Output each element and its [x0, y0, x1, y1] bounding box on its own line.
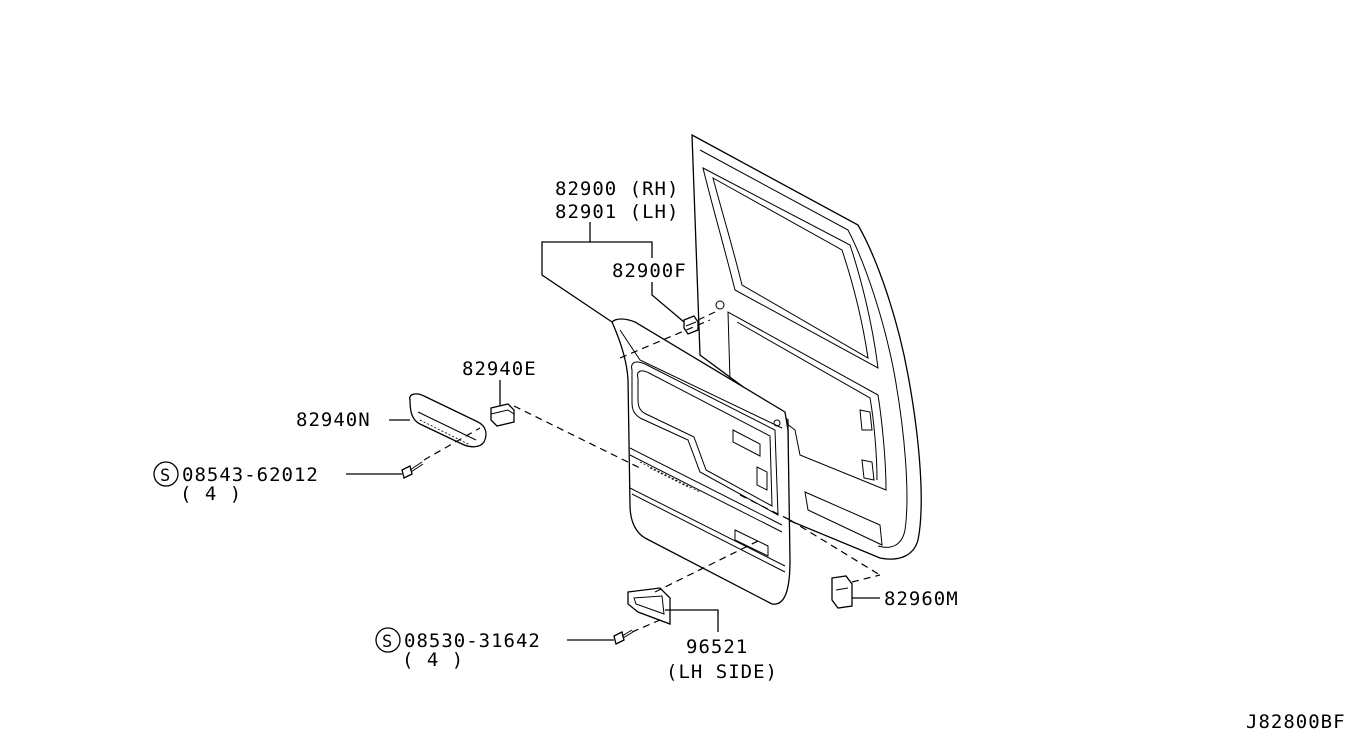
label-screw-2-qty: ( 4 )	[402, 649, 464, 671]
screw-08530	[613, 629, 634, 645]
diagram-code: J82800BF	[1246, 711, 1346, 733]
label-screw-1-qty: ( 4 )	[180, 483, 242, 505]
screw-symbol-circle-2	[375, 627, 401, 653]
label-82960m: 82960M	[884, 588, 959, 610]
door-frame-shell	[691, 133, 922, 560]
grip-handle-82940n	[409, 393, 487, 448]
label-82940n: 82940N	[296, 409, 371, 431]
screw-symbol-circle-1	[153, 461, 179, 487]
label-82900-rh: 82900 (RH)	[555, 178, 679, 200]
door-trim-panel	[611, 318, 791, 605]
screw-1-symbol: S	[160, 466, 171, 486]
label-08543-62012: 08543-62012	[182, 464, 319, 486]
pull-pocket-96521	[627, 587, 671, 625]
label-lh-side: (LH SIDE)	[666, 661, 778, 683]
assembly-dashes	[423, 311, 881, 633]
bracket-82940e	[490, 403, 515, 427]
label-96521: 96521	[686, 636, 748, 658]
screw-2-symbol: S	[382, 632, 393, 652]
label-08530-31642: 08530-31642	[404, 630, 541, 652]
label-82900f: 82900F	[612, 260, 687, 282]
clip-82900f	[683, 315, 699, 335]
clip-82960m	[831, 575, 853, 609]
screw-08543	[401, 461, 424, 479]
label-82940e: 82940E	[462, 358, 537, 380]
leader-lines	[346, 222, 880, 641]
label-82901-lh: 82901 (LH)	[555, 201, 679, 223]
